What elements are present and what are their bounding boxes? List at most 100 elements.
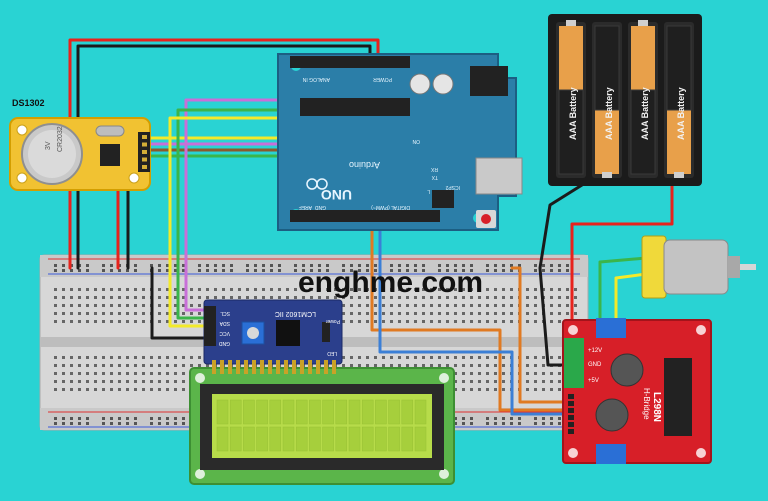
breadboard-hole [110, 304, 113, 307]
breadboard-hole [342, 304, 345, 307]
breadboard-hole [270, 269, 273, 272]
breadboard-hole [222, 296, 225, 299]
breadboard-hole [174, 388, 177, 391]
breadboard-hole [206, 264, 209, 267]
breadboard-hole [78, 288, 81, 291]
breadboard-hole [542, 288, 545, 291]
breadboard-hole [166, 372, 169, 375]
breadboard-hole [182, 417, 185, 420]
backpack-pin [300, 360, 304, 374]
breadboard-hole [454, 288, 457, 291]
breadboard-hole [150, 417, 153, 420]
breadboard-hole [486, 417, 489, 420]
aaa-battery-cell: AAA Battery [592, 22, 622, 178]
breadboard-hole [150, 372, 153, 375]
lcd-char-cell [309, 426, 321, 452]
breadboard-hole [190, 356, 193, 359]
reset-button-cap[interactable] [481, 214, 491, 224]
breadboard-hole [222, 288, 225, 291]
breadboard-hole [478, 388, 481, 391]
breadboard-hole [70, 304, 73, 307]
aaa-battery-cell: AAA Battery [556, 20, 586, 178]
breadboard-hole [430, 356, 433, 359]
breadboard-hole [462, 269, 465, 272]
breadboard-hole [54, 320, 57, 323]
breadboard-hole [110, 422, 113, 425]
breadboard-hole [558, 417, 561, 420]
breadboard-hole [478, 380, 481, 383]
breadboard-hole [70, 312, 73, 315]
breadboard-hole [462, 264, 465, 267]
breadboard-hole [94, 312, 97, 315]
lcd-char-cell [282, 399, 295, 425]
backpack-pin [308, 360, 312, 374]
microcontroller [300, 98, 410, 116]
breadboard-hole [166, 269, 169, 272]
breadboard-hole [78, 356, 81, 359]
breadboard-hole [486, 320, 489, 323]
breadboard-hole [110, 380, 113, 383]
breadboard-hole [406, 288, 409, 291]
breadboard-hole [54, 269, 57, 272]
breadboard-hole [166, 380, 169, 383]
wire-black-battery [538, 183, 584, 367]
lcd-char-cell [361, 399, 374, 425]
breadboard-hole [438, 296, 441, 299]
breadboard-hole [198, 356, 201, 359]
breadboard-hole [390, 320, 393, 323]
breadboard-hole [438, 304, 441, 307]
breadboard-hole [142, 380, 145, 383]
breadboard-hole [494, 380, 497, 383]
breadboard-hole [502, 304, 505, 307]
breadboard-hole [342, 264, 345, 267]
breadboard-hole [494, 422, 497, 425]
breadboard-hole [102, 388, 105, 391]
breadboard-hole [510, 312, 513, 315]
breadboard-hole [270, 264, 273, 267]
breadboard-hole [542, 356, 545, 359]
breadboard-hole [366, 304, 369, 307]
breadboard-hole [510, 288, 513, 291]
breadboard-hole [558, 380, 561, 383]
breadboard-hole [158, 372, 161, 375]
breadboard-hole [486, 288, 489, 291]
breadboard-hole [182, 372, 185, 375]
breadboard-hole [150, 388, 153, 391]
breadboard-hole [494, 417, 497, 420]
breadboard-hole [126, 364, 129, 367]
breadboard-hole [462, 364, 465, 367]
breadboard-hole [534, 380, 537, 383]
breadboard-hole [182, 320, 185, 323]
breadboard-hole [158, 364, 161, 367]
lcd-char-cell [375, 399, 387, 425]
backpack-pin-sda: SDA [219, 320, 230, 326]
breadboard-hole [558, 320, 561, 323]
lcd-char-cell [348, 426, 361, 452]
breadboard-hole [550, 388, 553, 391]
breadboard-hole [470, 304, 473, 307]
breadboard-hole [534, 312, 537, 315]
lcd-char-cell [348, 399, 361, 425]
breadboard-hole [502, 422, 505, 425]
breadboard-hole [254, 269, 257, 272]
breadboard-hole [534, 422, 537, 425]
breadboard-hole [118, 304, 121, 307]
breadboard-hole [158, 264, 161, 267]
l-label: L [427, 188, 430, 194]
breadboard-hole [182, 422, 185, 425]
backpack-pin [284, 360, 288, 374]
breadboard-hole [406, 269, 409, 272]
backpack-pin [212, 360, 216, 374]
breadboard-hole [542, 372, 545, 375]
breadboard-hole [278, 296, 281, 299]
breadboard-hole [262, 269, 265, 272]
breadboard-hole [494, 296, 497, 299]
breadboard-hole [214, 269, 217, 272]
breadboard-hole [102, 356, 105, 359]
breadboard-hole [86, 417, 89, 420]
breadboard-hole [230, 269, 233, 272]
breadboard-hole [302, 288, 305, 291]
breadboard-hole [62, 422, 65, 425]
arduino-uno: Arduino UNO DIGITAL (PWM~) POWER ANALOG … [277, 53, 523, 231]
breadboard-hole [398, 288, 401, 291]
